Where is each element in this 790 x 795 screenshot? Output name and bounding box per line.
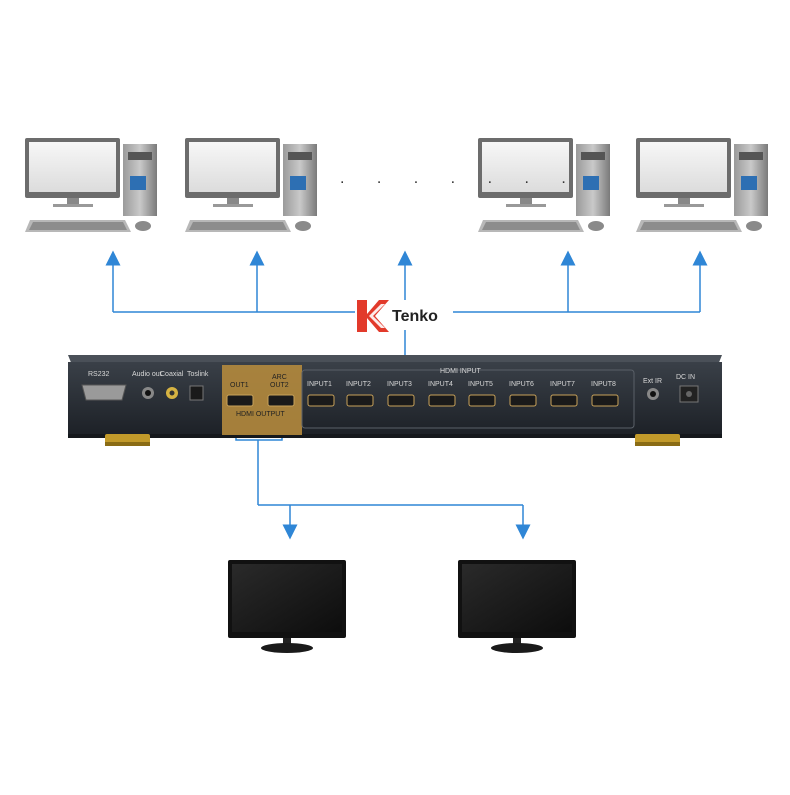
toslink-label: Toslink [187, 371, 209, 378]
output-monitor-1-icon [228, 560, 346, 653]
computer-3-icon [478, 138, 610, 232]
input5-label: INPUT5 [468, 381, 493, 388]
input8-label: INPUT8 [591, 381, 616, 388]
tenko-logo: Tenko [355, 298, 455, 334]
tenko-logo-mark-icon [357, 300, 389, 332]
hdmi-output-label: HDMI OUTPUT [236, 411, 285, 418]
out2-label: OUT2 [270, 382, 289, 389]
audio-out-label: Audio out [132, 371, 162, 378]
more-computers-ellipsis: . . . . . . . [340, 170, 580, 187]
coaxial-label: Coaxial [160, 371, 184, 378]
input1-label: INPUT1 [307, 381, 332, 388]
hdmi-input-label: HDMI INPUT [440, 368, 481, 375]
input3-label: INPUT3 [387, 381, 412, 388]
computer-2-icon [185, 138, 317, 232]
rs232-label: RS232 [88, 371, 110, 378]
ext-ir-label: Ext IR [643, 378, 663, 385]
arc-label: ARC [272, 374, 287, 381]
input7-label: INPUT7 [550, 381, 575, 388]
out1-label: OUT1 [230, 382, 249, 389]
input2-label: INPUT2 [346, 381, 371, 388]
input6-label: INPUT6 [509, 381, 534, 388]
hdmi-switch-device [68, 355, 722, 446]
dc-in-label: DC IN [676, 374, 696, 381]
tenko-brand-name: Tenko [392, 308, 438, 325]
computer-4-icon [636, 138, 768, 232]
computer-1-icon [25, 138, 157, 232]
output-monitor-2-icon [458, 560, 576, 653]
input4-label: INPUT4 [428, 381, 453, 388]
